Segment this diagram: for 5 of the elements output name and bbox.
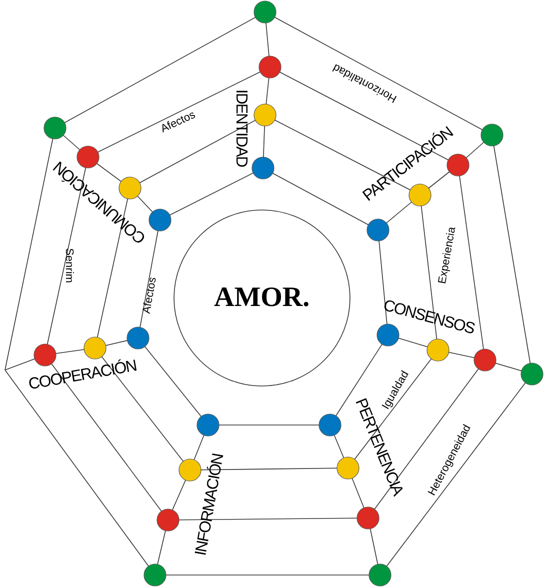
ring-label: Senrim xyxy=(62,248,74,282)
spoke-label: IDENTIDAD xyxy=(232,89,248,167)
center-label: AMOR. xyxy=(214,284,310,312)
ring-label: Experiencia xyxy=(436,226,458,284)
ring-label: Afectos xyxy=(141,276,158,314)
